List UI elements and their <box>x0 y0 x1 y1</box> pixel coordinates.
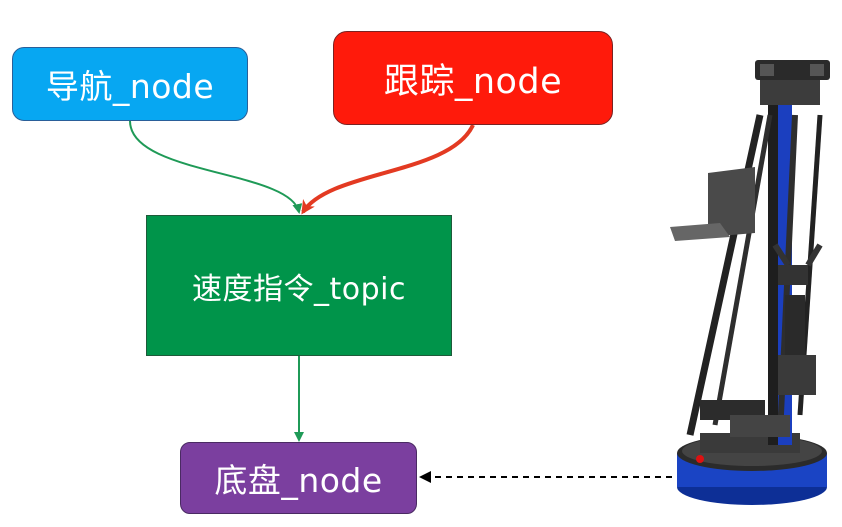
velocity-topic-node: 速度指令_topic <box>146 215 452 356</box>
robot-image <box>670 60 830 505</box>
velocity-topic-label: 速度指令_topic <box>192 271 406 307</box>
navigation-node: 导航_node <box>12 47 248 121</box>
navigation-node-label: 导航_node <box>45 67 215 106</box>
tracking-node-label: 跟踪_node <box>383 61 563 102</box>
chassis-node: 底盘_node <box>180 442 417 514</box>
tracking-node: 跟踪_node <box>333 31 613 125</box>
edge-tracking-to-topic <box>301 124 475 215</box>
chassis-node-label: 底盘_node <box>214 461 383 500</box>
edge-navigation-to-topic <box>129 120 303 214</box>
